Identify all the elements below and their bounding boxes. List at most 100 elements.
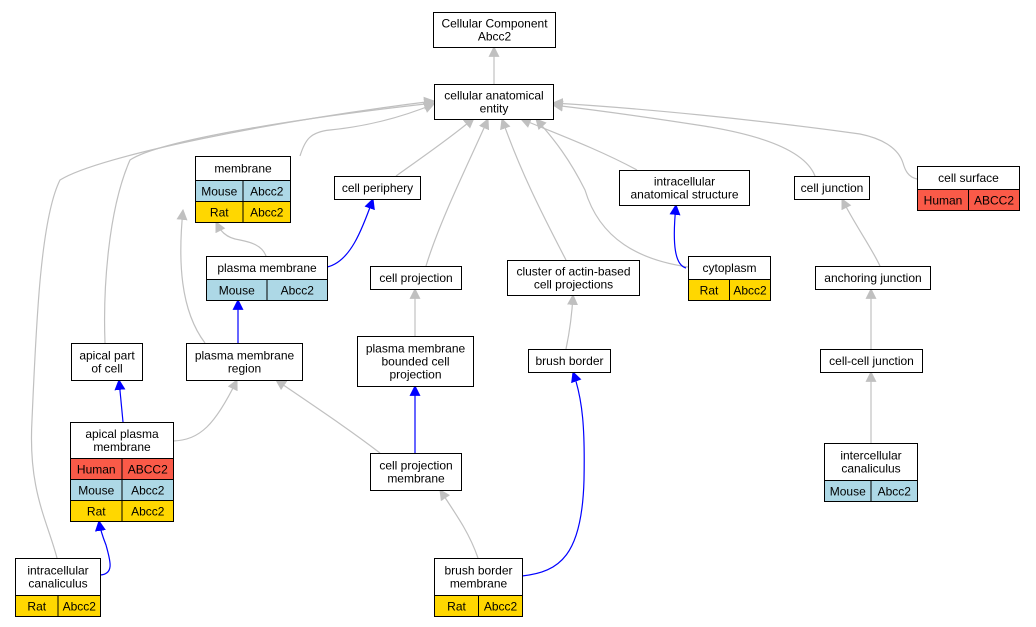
node-box [370,453,462,491]
node-label: anchoring junction [824,271,921,285]
is-a-edge [172,379,238,442]
gene-cell: Abcc2 [131,484,165,498]
gene-cell: Abcc2 [250,185,284,199]
node-box [794,176,870,200]
node-label: canaliculus [28,577,87,591]
gene-cell-bg [121,500,174,522]
node-label: anatomical structure [630,188,738,202]
node-label: cytoplasm [702,261,756,275]
node-anchoring-junction[interactable]: anchoring junction [815,266,931,290]
node-box [815,266,931,290]
gene-cell-bg [57,595,101,617]
node-label: plasma membrane [195,349,295,363]
node-label: cell projection [379,271,452,285]
gene-cell: ABCC2 [974,194,1014,208]
is-a-edge [215,221,267,257]
node-label: cell junction [801,181,864,195]
node-box [71,343,143,381]
part-of-edge [326,197,375,268]
species-cell: Mouse [219,284,255,298]
is-a-edge [395,117,475,177]
node-box [820,349,923,373]
is-a-edge [439,489,479,559]
is-a-edge [841,198,881,267]
node-box [186,343,303,381]
node-label: region [228,362,261,376]
is-a-edge [425,117,490,267]
node-label: cellular anatomical [444,89,543,103]
species-cell: Rat [87,505,106,519]
species-cell: Rat [447,600,466,614]
part-of-edge [521,370,585,577]
is-a-edge [299,102,436,157]
node-label: Abcc2 [478,30,512,44]
species-cell: Rat [210,206,229,220]
species-cell: Rat [27,600,46,614]
gene-cell-bg [729,279,771,301]
edges-layer [30,45,918,577]
gene-cell-bg [870,480,918,502]
node-label: intercellular [840,449,901,463]
node-label: membrane [450,577,508,591]
species-cell: Rat [700,284,719,298]
node-label: cell projection [379,459,452,473]
species-cell: Mouse [201,185,237,199]
species-cell: Mouse [78,484,114,498]
node-label: cell surface [938,171,999,185]
node-label: membrane [214,162,272,176]
node-box [507,260,640,296]
node-cell-projection[interactable]: cell projection [370,266,462,290]
node-label: intracellular [654,175,715,189]
node-label: canaliculus [841,462,900,476]
node-box [357,336,474,387]
node-label: bounded cell [381,355,449,369]
node-label: membrane [387,472,445,486]
is-a-edge [565,293,578,350]
node-label: membrane [93,440,151,454]
node-label: of cell [91,362,122,376]
part-of-edge [114,378,126,423]
species-cell: Human [77,463,116,477]
gene-cell-bg [968,189,1020,211]
part-of-edge [94,519,111,576]
node-box [334,176,421,200]
node-brush-border[interactable]: brush border [528,349,611,373]
node-cell-cell-junction[interactable]: cell-cell junction [820,349,923,373]
node-label: cluster of actin-based [516,265,630,279]
is-a-edge [275,379,381,454]
node-cell-junction[interactable]: cell junction [794,176,870,200]
node-label: brush border [444,564,512,578]
is-a-edge [551,100,816,177]
node-box [370,266,462,290]
is-a-edge [500,117,567,261]
is-a-edge [30,96,436,559]
is-a-edge [176,208,206,344]
gene-cell: Abcc2 [878,485,912,499]
node-cell-periphery[interactable]: cell periphery [334,176,421,200]
part-of-edge [669,203,687,269]
node-box [528,349,611,373]
gene-cell: Abcc2 [484,600,518,614]
node-label: Cellular Component [441,17,548,31]
node-label: cell projections [534,278,613,292]
gene-cell: Abcc2 [250,206,284,220]
node-label: cell-cell junction [829,354,914,368]
node-label: entity [480,102,509,116]
